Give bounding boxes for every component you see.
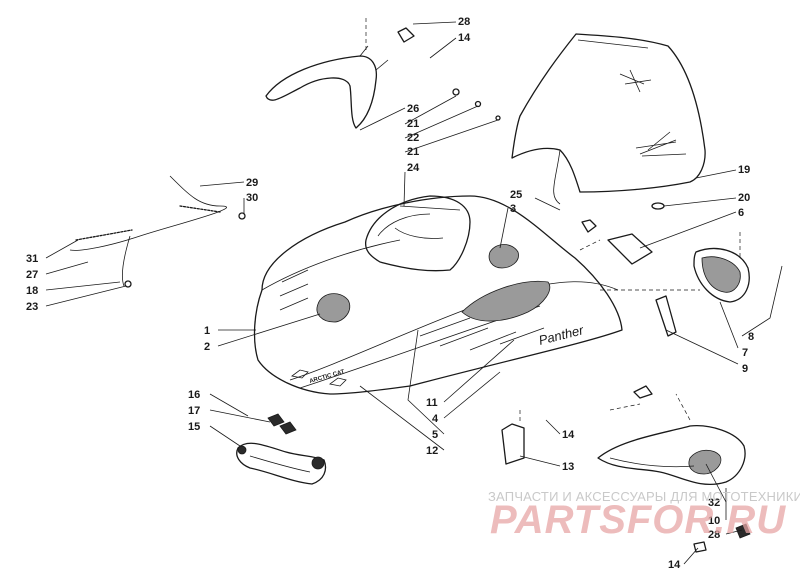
side-vent-part (693, 247, 750, 303)
grommet-20 (651, 202, 665, 210)
bracket-6 (607, 233, 653, 265)
headlight-bracket-part (236, 442, 327, 485)
callout-26: 26 (407, 103, 419, 115)
callout-23: 23 (26, 301, 38, 313)
decal-3 (488, 244, 519, 269)
callout-25: 25 (510, 189, 522, 201)
callout-6: 6 (738, 207, 744, 219)
callout-4: 4 (432, 413, 439, 425)
washer-25 (581, 219, 597, 233)
belly-pan-part (597, 425, 746, 486)
assembly-lines (365, 18, 741, 424)
callout-24: 24 (407, 162, 420, 174)
callout-2: 2 (204, 341, 210, 353)
callout-20: 20 (738, 192, 750, 204)
callout-10: 10 (708, 515, 720, 527)
callout-29: 29 (246, 177, 258, 189)
decal-2 (316, 293, 351, 323)
callout-1: 1 (204, 325, 210, 337)
callout-27: 27 (26, 269, 38, 281)
callout-7: 7 (742, 347, 748, 359)
callout-21a: 21 (407, 118, 419, 130)
latch-9 (655, 295, 677, 337)
callout-31: 31 (26, 253, 38, 265)
panther-decal: Panther (537, 322, 585, 348)
callout-11: 11 (426, 397, 438, 409)
callout-28a: 28 (458, 16, 470, 28)
cable-assembly (69, 175, 228, 287)
hood-part: Panther ARCTIC CAT (253, 195, 623, 395)
callout-15: 15 (188, 421, 200, 433)
callout-9: 9 (742, 363, 748, 375)
callout-14b: 14 (562, 429, 575, 441)
side-vent-texture (461, 280, 551, 322)
callout-13: 13 (562, 461, 574, 473)
callout-19: 19 (738, 164, 750, 176)
callout-28b: 28 (708, 529, 720, 541)
leader-lines (45, 21, 783, 565)
callout-21b: 21 (407, 146, 419, 158)
callout-numbers: 28 14 26 21 22 21 24 19 20 6 25 3 29 30 … (26, 16, 754, 571)
callout-8: 8 (748, 331, 754, 343)
mount-13 (501, 423, 525, 465)
callout-17: 17 (188, 405, 200, 417)
watermark-site: PARTSFOR.RU (490, 498, 787, 542)
visor-part (265, 45, 389, 129)
callout-14a: 14 (458, 32, 471, 44)
callout-5: 5 (432, 429, 438, 441)
callout-30: 30 (246, 192, 258, 204)
clip-28a (397, 27, 415, 43)
callout-32: 32 (708, 497, 720, 509)
callout-12: 12 (426, 445, 438, 457)
callout-14c: 14 (668, 559, 681, 571)
callout-3: 3 (510, 203, 516, 215)
watermark-tagline: ЗАПЧАСТИ И АКСЕССУАРЫ ДЛЯ МОТОТЕХНИКИ (488, 489, 800, 504)
callout-22: 22 (407, 132, 419, 144)
callout-18: 18 (26, 285, 38, 297)
callout-16: 16 (188, 389, 200, 401)
windshield-part (511, 33, 706, 205)
hardware-group (124, 27, 751, 553)
